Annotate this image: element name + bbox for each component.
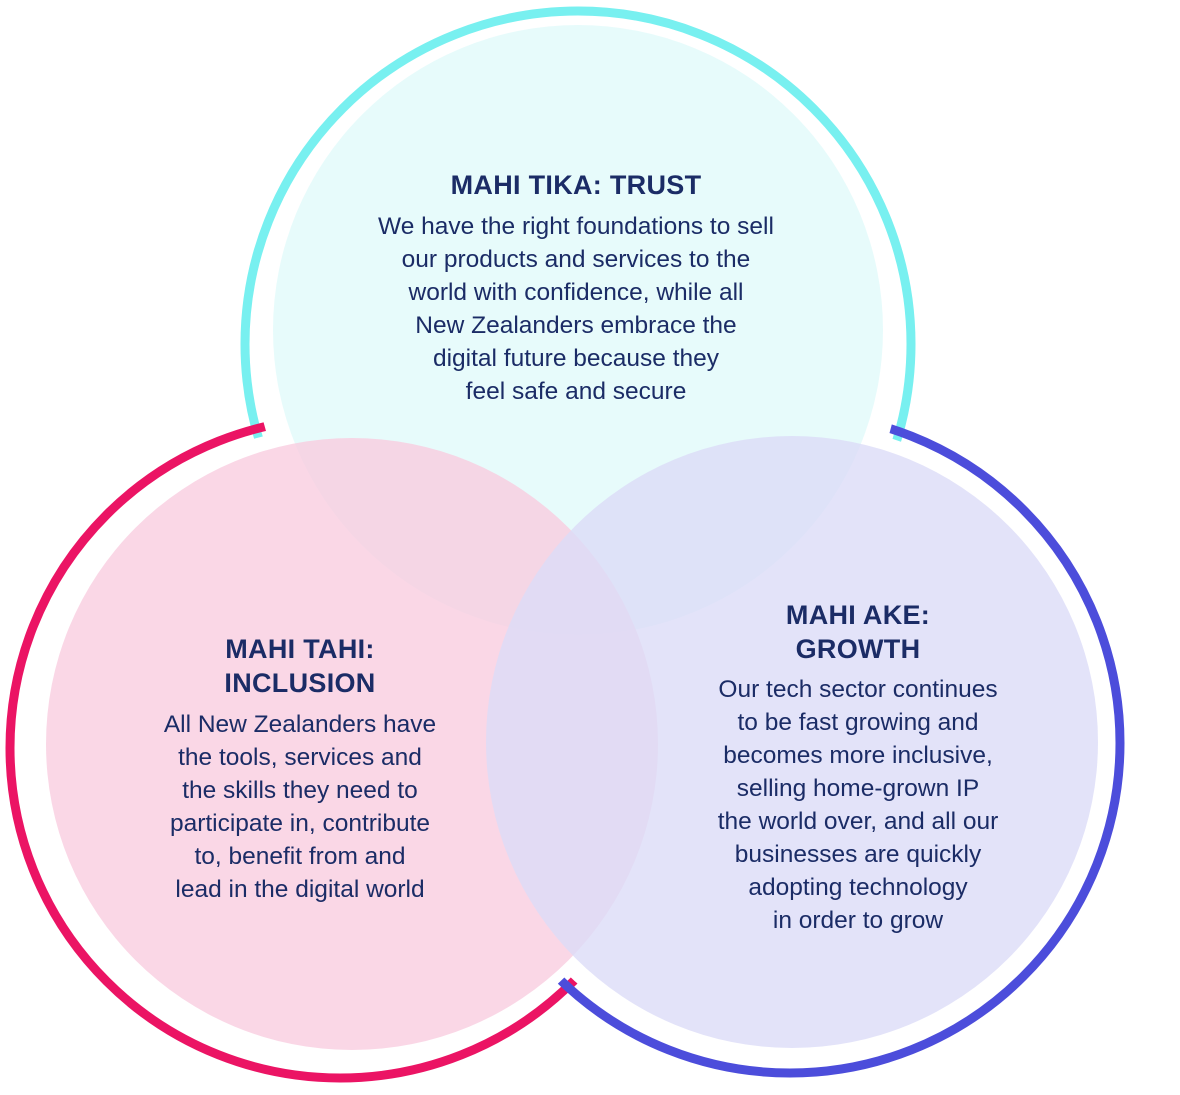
growth-circle bbox=[486, 436, 1098, 1048]
trust-heading: MAHI TIKA: TRUST bbox=[450, 170, 702, 200]
growth-heading: MAHI AKE: GROWTH bbox=[785, 600, 931, 664]
trust-label: MAHI TIKA: TRUST We have the right found… bbox=[316, 168, 836, 408]
growth-label: MAHI AKE: GROWTH Our tech sector continu… bbox=[672, 598, 1044, 937]
inclusion-heading: MAHI TAHI: INCLUSION bbox=[224, 634, 376, 698]
growth-description: Our tech sector continues to be fast gro… bbox=[717, 676, 999, 934]
inclusion-description: All New Zealanders have the tools, servi… bbox=[163, 711, 437, 903]
trust-description: We have the right foundations to sell ou… bbox=[378, 213, 774, 405]
inclusion-circle bbox=[46, 438, 658, 1050]
inclusion-label: MAHI TAHI: INCLUSION All New Zealanders … bbox=[110, 632, 490, 906]
